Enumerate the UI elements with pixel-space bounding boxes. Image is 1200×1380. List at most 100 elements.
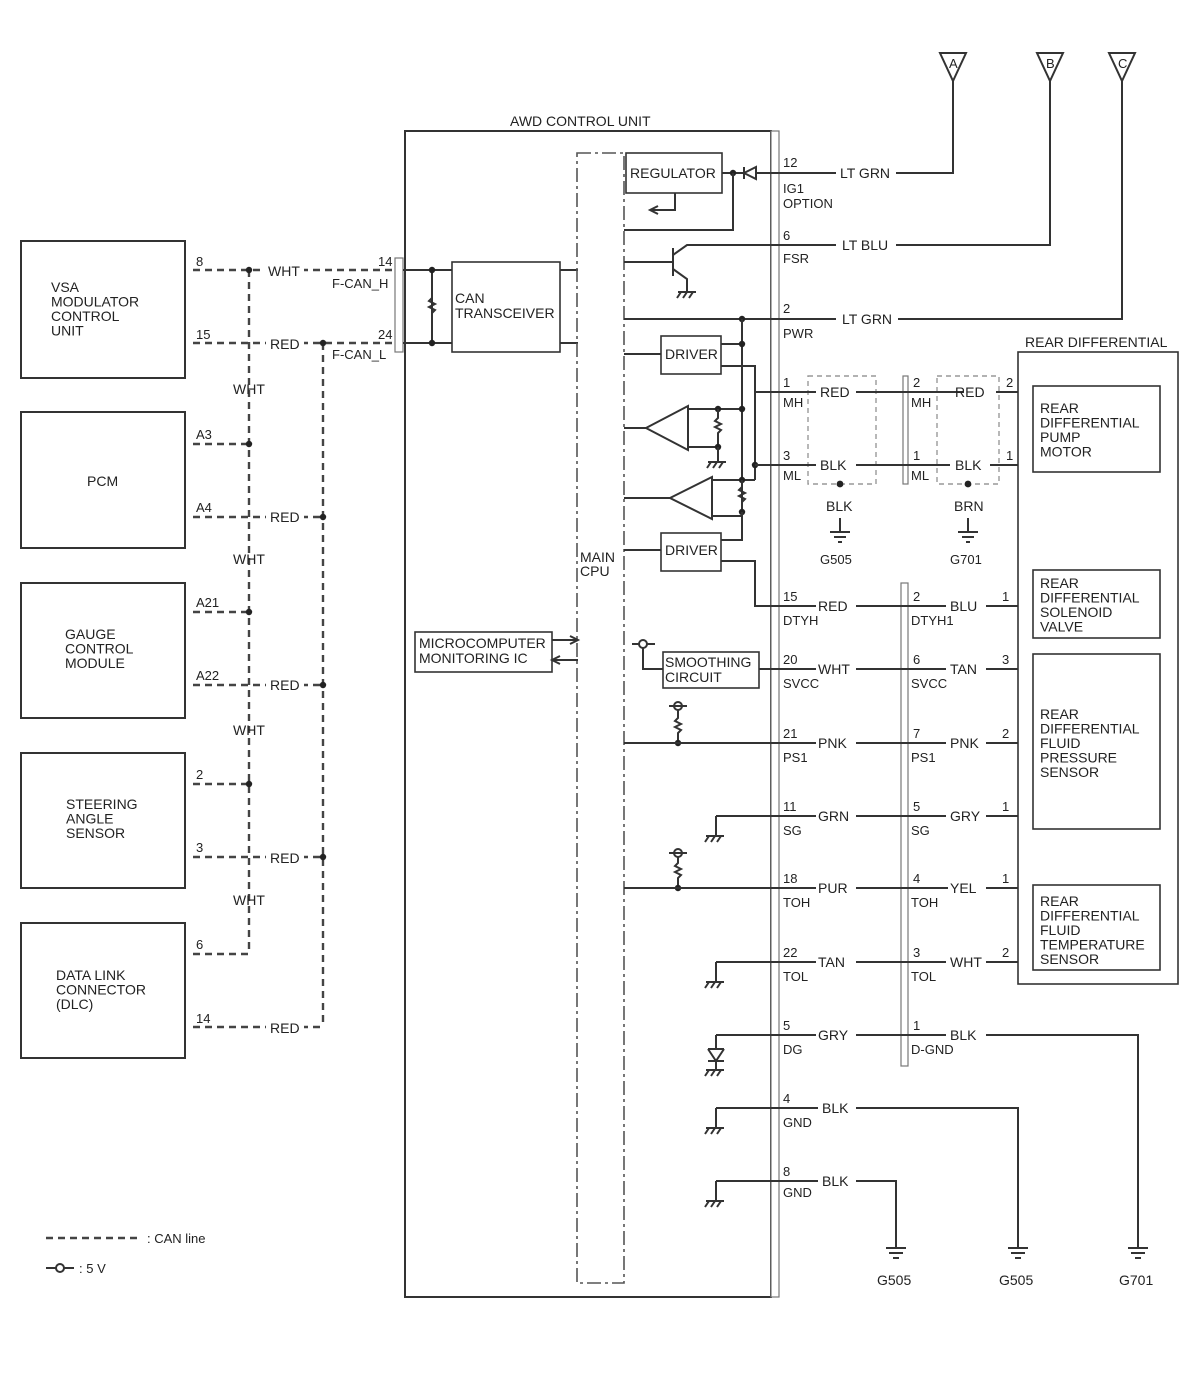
- steering-pin-h: 2: [196, 767, 203, 782]
- signal-junction-strip: [900, 582, 909, 1067]
- module-boxes: [20, 240, 186, 1059]
- pcm-label: PCM: [87, 473, 118, 489]
- pin-12-number: 12: [783, 155, 797, 170]
- regulator-label: REGULATOR: [630, 165, 716, 181]
- pin-6-color: LT BLU: [842, 237, 888, 253]
- mh-pin: 1: [783, 375, 790, 390]
- signal-toh-pin: 18: [783, 871, 797, 886]
- driver-1-label: DRIVER: [665, 346, 718, 362]
- pin-6-number: 6: [783, 228, 790, 243]
- signal-sg-pin: 11: [783, 799, 797, 814]
- signal-dg-jname: D-GND: [911, 1042, 954, 1057]
- can-h-color-5: WHT: [233, 892, 265, 908]
- ml-name: ML: [783, 468, 801, 483]
- signal-dg-color2: BLK: [950, 1027, 977, 1043]
- signal-sg-epin: 1: [1002, 799, 1009, 814]
- steering-angle-sensor-box: [20, 752, 186, 889]
- signal-ps1-name: PS1: [783, 750, 808, 765]
- can-h-color-4: WHT: [233, 722, 265, 738]
- can-l-color-5: RED: [270, 1020, 300, 1036]
- signal-sg-jpin: 5: [913, 799, 920, 814]
- gnd-4-color: BLK: [822, 1100, 849, 1116]
- legend-five-v: : 5 V: [79, 1261, 106, 1276]
- gauge-pin-h: A21: [196, 595, 219, 610]
- gauge-control-module-box: [20, 582, 186, 719]
- module-pin-labels: 8 15 A3 A4 A21 A22 2 3 6 14: [196, 254, 219, 1026]
- signal-dg-name: DG: [783, 1042, 803, 1057]
- signal-svcc-jname: SVCC: [911, 676, 947, 691]
- regulator-box: [625, 152, 723, 194]
- mh-jname: MH: [911, 395, 931, 410]
- signal-dtyh-pin: 15: [783, 589, 797, 604]
- ml-pin: 3: [783, 448, 790, 463]
- shield-1-color: BLK: [826, 498, 853, 514]
- antenna-a: A: [949, 56, 958, 71]
- ground-g505-b: G505: [999, 1272, 1033, 1288]
- signal-tol-jname: TOL: [911, 969, 936, 984]
- can-l-color: RED: [270, 336, 300, 352]
- signal-dg-color: GRY: [818, 1027, 849, 1043]
- driver-2-box: [660, 532, 722, 572]
- ml-jpin: 1: [913, 448, 920, 463]
- antennas: A B C: [938, 52, 1137, 84]
- can-bus-lines: [193, 268, 395, 1029]
- ground-g505-a: G505: [877, 1272, 911, 1288]
- fluid-pressure-sensor-box: [1032, 653, 1161, 830]
- signal-toh-jname: TOH: [911, 895, 938, 910]
- signal-ps1-color2: PNK: [950, 735, 979, 751]
- signal-sg-name: SG: [783, 823, 802, 838]
- pcm-pin-h: A3: [196, 427, 212, 442]
- pin-2-color: LT GRN: [842, 311, 892, 327]
- pump-motor-box: [1032, 385, 1161, 473]
- signal-toh-name: TOH: [783, 895, 810, 910]
- gnd-8-name: GND: [783, 1185, 812, 1200]
- signal-toh-color2: YEL: [950, 880, 977, 896]
- signal-ps1-epin: 2: [1002, 726, 1009, 741]
- can-bus-junctions: [245, 266, 327, 861]
- can-l-color-4: RED: [270, 850, 300, 866]
- fluid-temperature-sensor-box: [1032, 884, 1161, 971]
- signal-dtyh-epin: 1: [1002, 589, 1009, 604]
- signal-dtyh-color: RED: [818, 598, 848, 614]
- signal-wire-labels: 15DTYHRED2DTYH1BLU120SVCCWHT6SVCCTAN321P…: [783, 589, 1009, 1057]
- antenna-b: B: [1046, 56, 1055, 71]
- bottom-ground-symbols: G505 G505 G701: [877, 1247, 1153, 1288]
- can-connector-strip: [394, 257, 404, 353]
- ground-g701: G701: [1119, 1272, 1153, 1288]
- pcm-box: [20, 411, 186, 549]
- signal-ps1-color: PNK: [818, 735, 847, 751]
- ml-epin: 1: [1006, 448, 1013, 463]
- signal-svcc-pin: 20: [783, 652, 797, 667]
- mh-name: MH: [783, 395, 803, 410]
- signal-tol-pin: 22: [783, 945, 797, 960]
- vsa-modulator-box: [20, 240, 186, 379]
- signal-svcc-color2: TAN: [950, 661, 977, 677]
- pin-6-name: FSR: [783, 251, 809, 266]
- microcomputer-monitoring-ic-box: [414, 631, 553, 673]
- signal-svcc-color: WHT: [818, 661, 850, 677]
- gnd-4-pin: 4: [783, 1091, 790, 1106]
- signal-tol-color2: WHT: [950, 954, 982, 970]
- motor-junction-strip: [902, 375, 909, 485]
- driver-2-label: DRIVER: [665, 542, 718, 558]
- signal-dtyh-name: DTYH: [783, 613, 818, 628]
- shield-2-ground: G701: [950, 552, 982, 567]
- can-l-color-3: RED: [270, 677, 300, 693]
- can-l-color-2: RED: [270, 509, 300, 525]
- signal-dg-pin: 5: [783, 1018, 790, 1033]
- dlc-box: [20, 922, 186, 1059]
- ml-color: BLK: [820, 457, 847, 473]
- can-transceiver-box: [451, 261, 561, 353]
- ml-color2: BLK: [955, 457, 982, 473]
- can-h-color: WHT: [268, 263, 300, 279]
- signal-dtyh-jpin: 2: [913, 589, 920, 604]
- motor-wire-labels: 1 MH RED 2 MH RED 2 3 ML BLK 1 ML BLK 1: [783, 375, 1013, 483]
